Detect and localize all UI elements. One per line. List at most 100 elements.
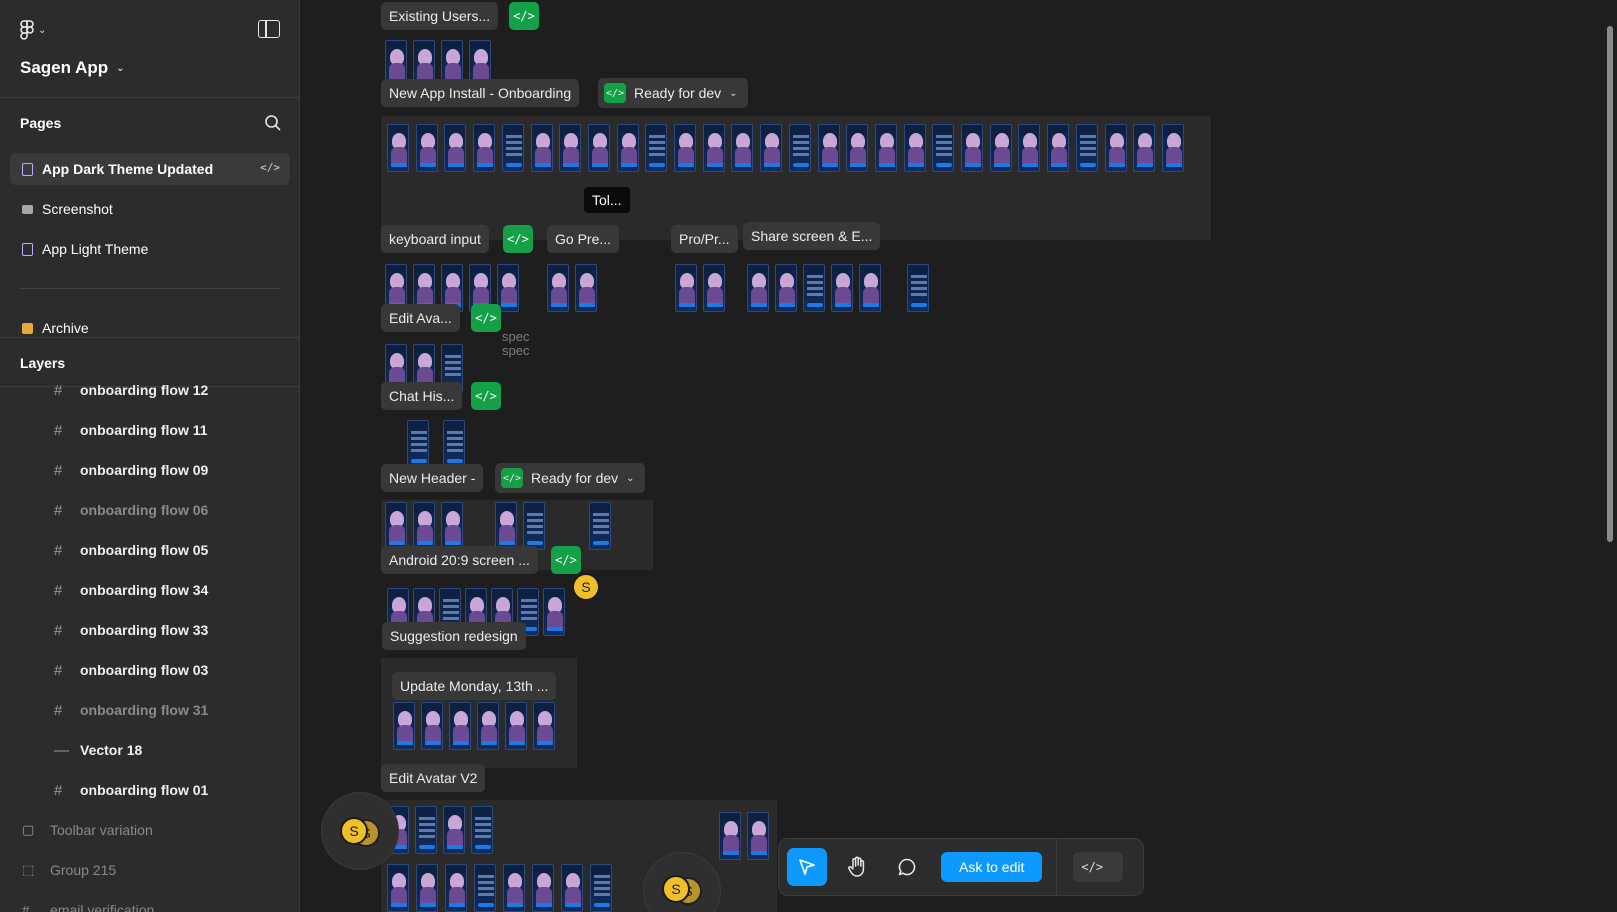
- hand-tool-button[interactable]: [837, 848, 877, 886]
- page-item-screenshot[interactable]: Screenshot: [10, 193, 290, 225]
- frame-thumbnail[interactable]: [703, 264, 725, 312]
- frame-thumbnail[interactable]: [503, 864, 525, 912]
- frame-thumbnail[interactable]: [1018, 124, 1041, 172]
- cursor-chat-bubble[interactable]: S S: [321, 792, 399, 870]
- frame-thumbnail[interactable]: [589, 502, 611, 550]
- frame-thumbnail[interactable]: [387, 124, 409, 172]
- frame-thumbnail[interactable]: [421, 702, 443, 750]
- frame-thumbnail[interactable]: [817, 124, 840, 172]
- page-item-archive[interactable]: Archive: [10, 312, 290, 344]
- frame-label-pro-pr[interactable]: Pro/Pr...: [671, 225, 738, 253]
- frame-thumbnail[interactable]: [907, 264, 929, 312]
- frame-thumbnail[interactable]: [543, 588, 565, 636]
- frame-thumbnail[interactable]: [675, 264, 697, 312]
- frame-thumbnail[interactable]: [674, 124, 696, 172]
- collaborator-avatar[interactable]: S: [572, 573, 600, 601]
- frame-thumbnail[interactable]: [616, 124, 639, 172]
- dev-ready-badge[interactable]: </>: [471, 304, 501, 332]
- frame-thumbnail[interactable]: [831, 264, 853, 312]
- frame-thumbnail[interactable]: [523, 502, 545, 550]
- frame-thumbnail[interactable]: [495, 502, 517, 550]
- frame-thumbnail[interactable]: [731, 124, 754, 172]
- frame-thumbnail[interactable]: [385, 264, 407, 312]
- frame-thumbnail[interactable]: [760, 124, 783, 172]
- sidebar-toggle-icon[interactable]: [258, 20, 280, 38]
- frame-thumbnail[interactable]: [413, 502, 435, 550]
- frame-thumbnail[interactable]: [747, 264, 769, 312]
- layer-row[interactable]: # onboarding flow 11: [0, 410, 299, 450]
- frame-thumbnail[interactable]: [393, 702, 415, 750]
- frame-thumbnail[interactable]: [474, 864, 496, 912]
- dev-ready-badge[interactable]: </>: [509, 2, 539, 30]
- frame-label-android[interactable]: Android 20:9 screen ...: [381, 546, 538, 574]
- frame-thumbnail[interactable]: [874, 124, 897, 172]
- frame-label-update-monday[interactable]: Update Monday, 13th ...: [392, 672, 557, 700]
- frame-thumbnail[interactable]: [803, 264, 825, 312]
- frame-thumbnail[interactable]: [1104, 124, 1127, 172]
- ask-to-edit-button[interactable]: Ask to edit: [941, 852, 1043, 882]
- frame-thumbnail[interactable]: [859, 264, 881, 312]
- layer-row[interactable]: # onboarding flow 12: [0, 370, 299, 410]
- frame-thumbnail[interactable]: [415, 806, 437, 854]
- frame-thumbnail[interactable]: [415, 124, 438, 172]
- frame-thumbnail[interactable]: [416, 864, 438, 912]
- frame-thumbnail[interactable]: [473, 124, 496, 172]
- frame-label-keyboard-input[interactable]: keyboard input: [381, 225, 489, 253]
- frame-thumbnail[interactable]: [547, 264, 569, 312]
- layer-row[interactable]: # onboarding flow 34: [0, 570, 299, 610]
- frame-thumbnail[interactable]: [1047, 124, 1070, 172]
- frame-label-existing-users[interactable]: Existing Users...: [381, 2, 499, 30]
- dev-ready-badge[interactable]: </>: [551, 546, 581, 574]
- frame-label-chat-history[interactable]: Chat His...: [381, 382, 463, 410]
- layer-row[interactable]: ▢ Toolbar variation: [0, 810, 299, 850]
- frame-thumbnail[interactable]: [846, 124, 869, 172]
- page-item-app-light-theme[interactable]: App Light Theme: [10, 233, 290, 265]
- frame-thumbnail[interactable]: [747, 812, 769, 860]
- frame-thumbnail[interactable]: [441, 502, 463, 550]
- frame-thumbnail[interactable]: [444, 124, 467, 172]
- frame-thumbnail[interactable]: [719, 812, 741, 860]
- frame-thumbnail[interactable]: [961, 124, 983, 172]
- frame-thumbnail[interactable]: [989, 124, 1012, 172]
- frame-thumbnail[interactable]: [385, 40, 407, 88]
- frame-thumbnail[interactable]: [449, 702, 471, 750]
- search-icon[interactable]: [264, 114, 282, 132]
- frame-thumbnail[interactable]: [441, 264, 463, 312]
- frame-thumbnail[interactable]: [561, 864, 583, 912]
- layer-row[interactable]: # onboarding flow 01: [0, 770, 299, 810]
- frame-label-new-app-install[interactable]: New App Install - Onboarding: [381, 79, 580, 107]
- frame-thumbnail[interactable]: [441, 40, 463, 88]
- canvas-scrollbar[interactable]: [1607, 26, 1613, 542]
- frame-thumbnail[interactable]: [385, 502, 407, 550]
- frame-thumbnail[interactable]: [532, 864, 554, 912]
- dev-mode-toggle[interactable]: </>: [1073, 852, 1124, 882]
- frame-thumbnail[interactable]: [477, 702, 499, 750]
- dev-ready-badge[interactable]: </>: [503, 225, 533, 253]
- frame-thumbnail[interactable]: [559, 124, 582, 172]
- layer-row[interactable]: # onboarding flow 06: [0, 490, 299, 530]
- layer-row[interactable]: — Vector 18: [0, 730, 299, 770]
- frame-thumbnail[interactable]: [530, 124, 553, 172]
- layer-row[interactable]: # email verification: [0, 890, 299, 912]
- page-item-app-dark-theme[interactable]: App Dark Theme Updated </>: [10, 153, 290, 185]
- comment-tool-button[interactable]: [887, 848, 927, 886]
- dev-ready-badge[interactable]: </>: [471, 382, 501, 410]
- frame-thumbnail[interactable]: [1133, 124, 1156, 172]
- frame-thumbnail[interactable]: [587, 124, 610, 172]
- frame-thumbnail[interactable]: [387, 864, 409, 912]
- frame-thumbnail[interactable]: [788, 124, 811, 172]
- frame-label-go-premium[interactable]: Go Pre...: [547, 225, 620, 253]
- frame-thumbnail[interactable]: [443, 806, 465, 854]
- layer-row[interactable]: # onboarding flow 31: [0, 690, 299, 730]
- frame-label-suggestion-redesign[interactable]: Suggestion redesign: [382, 622, 526, 650]
- design-canvas[interactable]: Existing Users... </> New App Install - …: [301, 0, 1617, 912]
- frame-thumbnail[interactable]: [590, 864, 612, 912]
- frame-thumbnail[interactable]: [702, 124, 725, 172]
- layer-row[interactable]: ⬚ Group 215: [0, 850, 299, 890]
- frame-thumbnail[interactable]: [443, 420, 465, 468]
- layer-row[interactable]: # onboarding flow 33: [0, 610, 299, 650]
- frame-thumbnail[interactable]: [407, 420, 429, 468]
- frame-thumbnail[interactable]: [497, 264, 519, 312]
- move-tool-button[interactable]: [787, 848, 827, 886]
- layer-row[interactable]: # onboarding flow 03: [0, 650, 299, 690]
